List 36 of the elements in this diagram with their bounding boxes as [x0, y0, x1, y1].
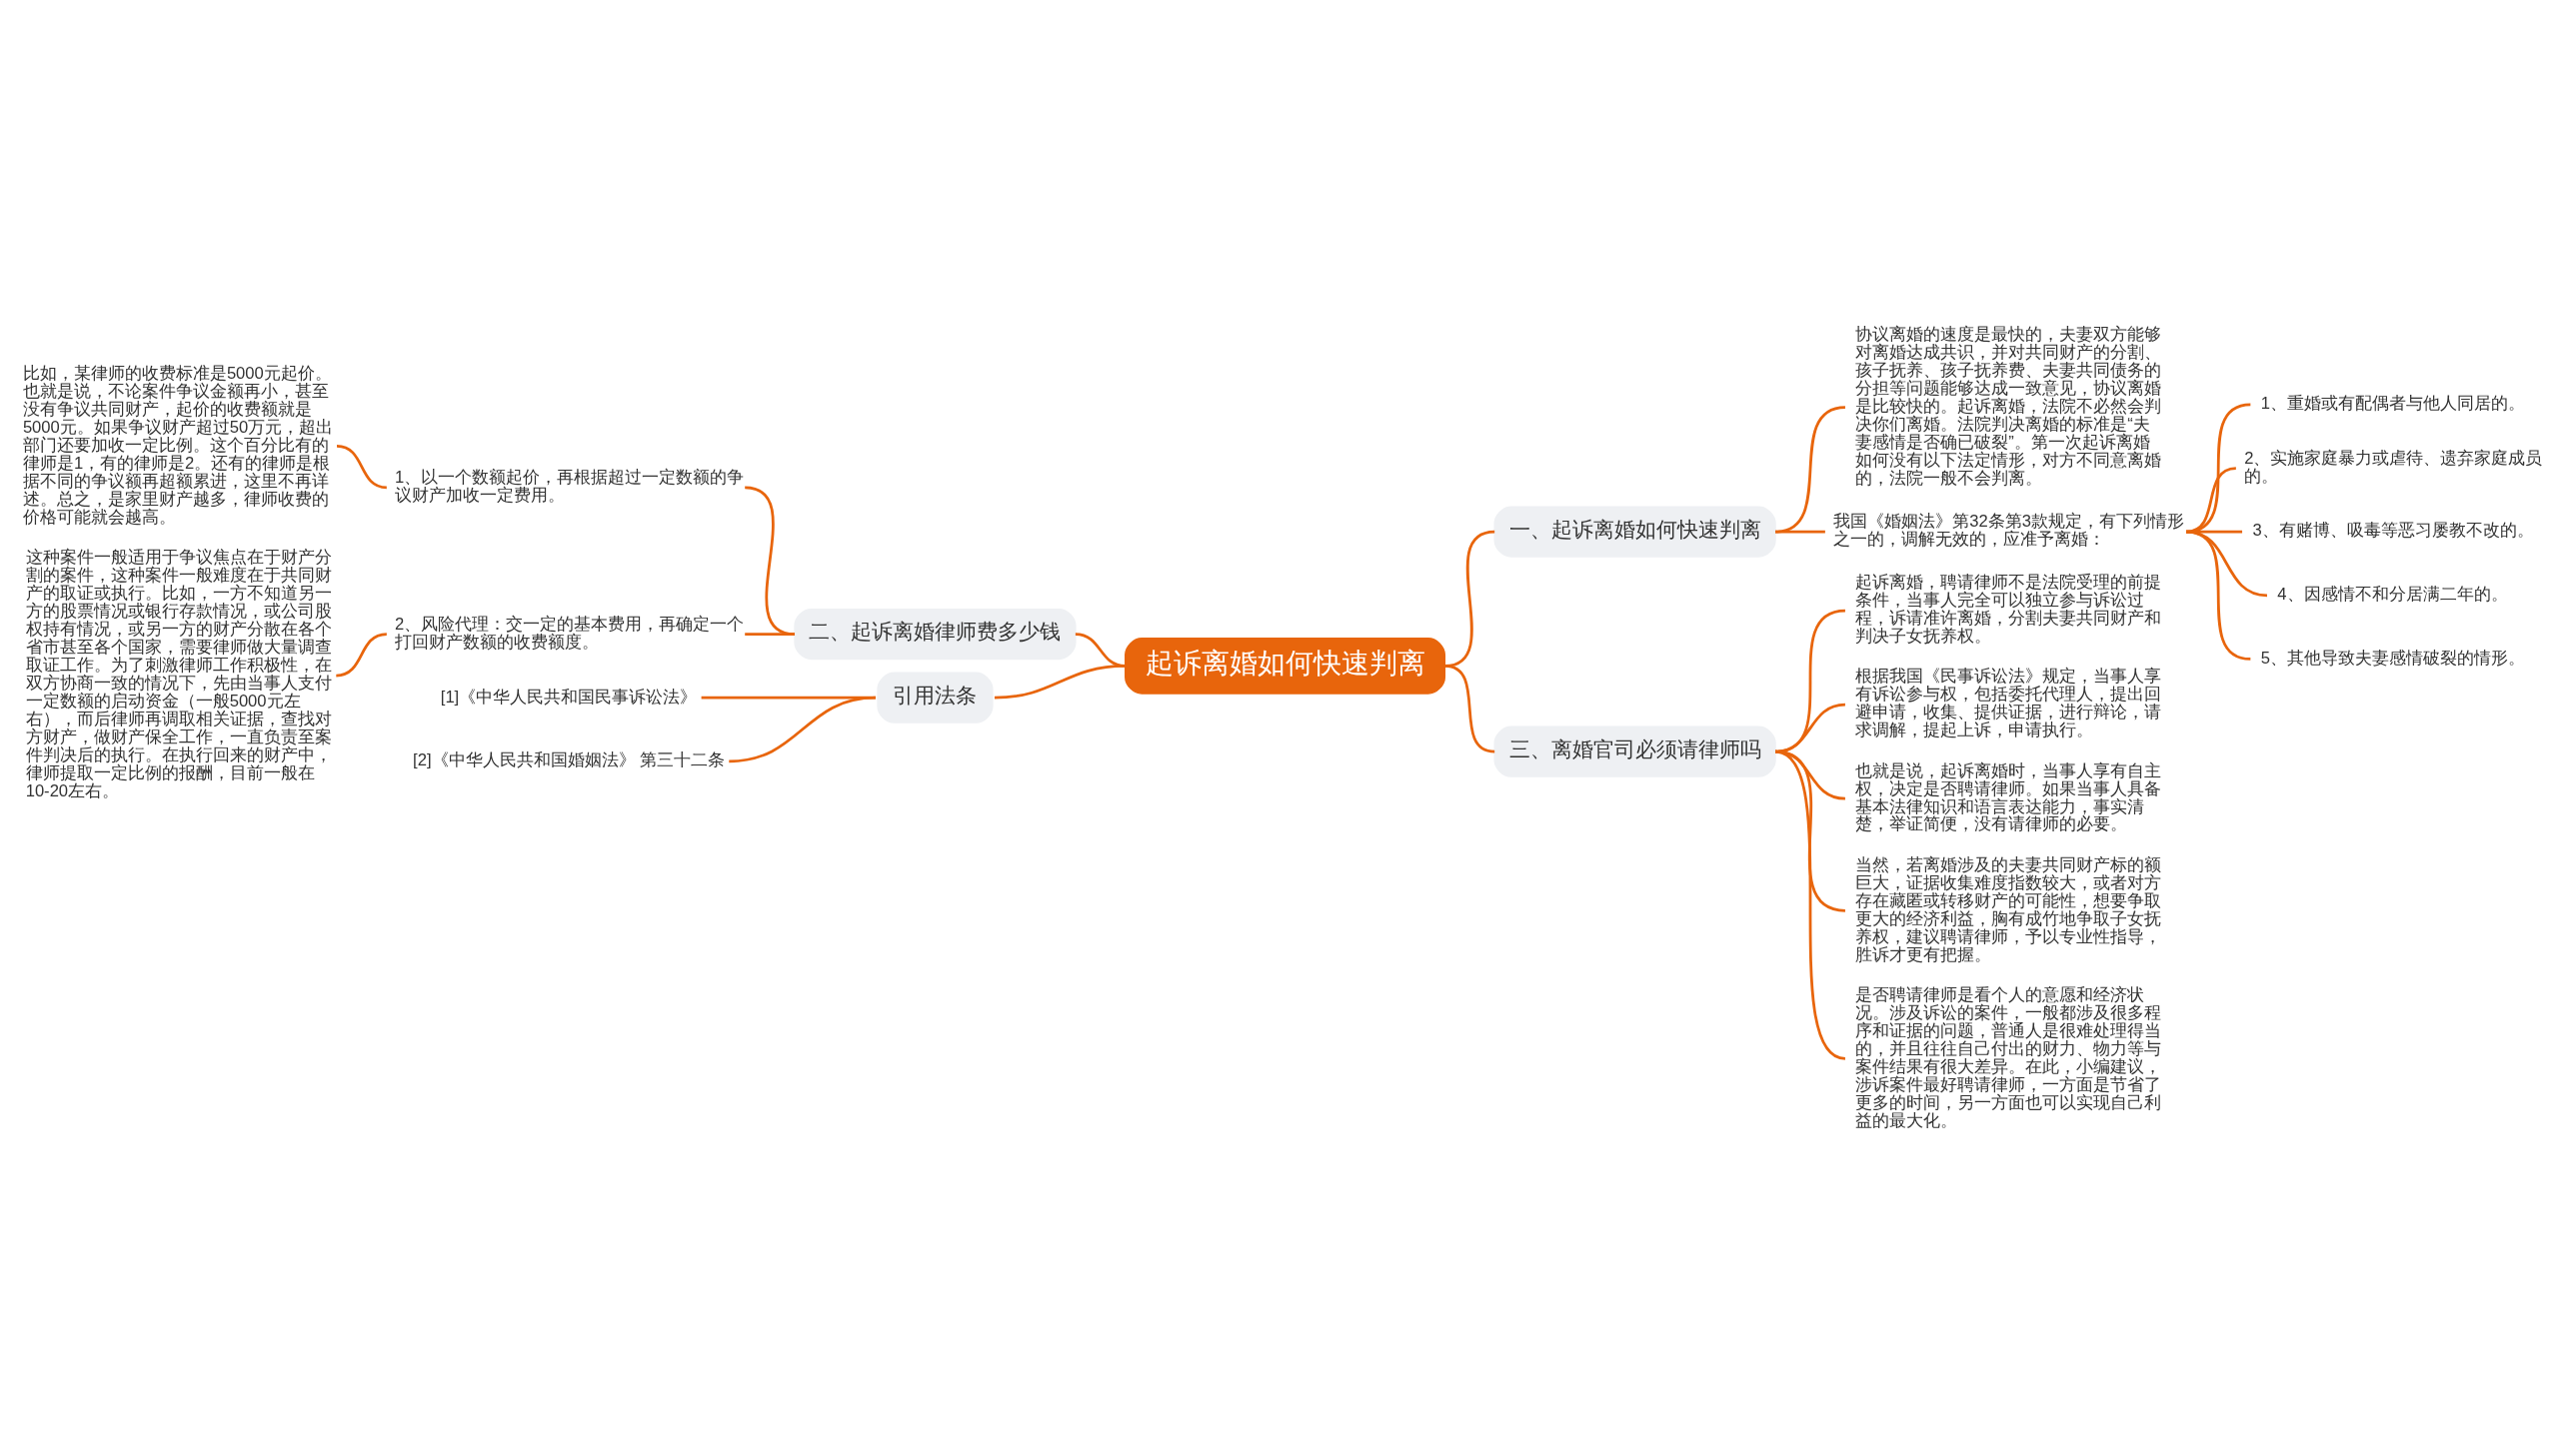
- connector: [1774, 749, 1846, 1060]
- connector: [2185, 530, 2251, 661]
- node-text: 4、因感情不和分居满二年的。: [2277, 584, 2508, 604]
- connector: [1774, 405, 1846, 534]
- node-box: 引用法条: [877, 672, 994, 724]
- connector: [729, 696, 877, 762]
- node-text: 起诉离婚，聘请律师不是法院受理的前提条件，当事人完全可以独立参与诉讼过程，诉请准许离婚，分割夫妻共同财产和判决子女抚养权。: [1855, 572, 2162, 646]
- node-text: 也就是说，起诉离婚时，当事人享有自主权，决定是否聘请律师。如果当事人具备基本法律知识和语言表达能力，事实清楚，举证简便，没有请律师的必要。: [1855, 760, 2162, 833]
- node-box: 三、离婚官司必须请律师吗: [1493, 726, 1776, 777]
- connector: [1775, 530, 1825, 534]
- connector: [1444, 664, 1495, 753]
- node-text: [1]《中华人民共和国民事诉讼法》: [440, 687, 698, 706]
- connector: [336, 444, 387, 489]
- connector: [2185, 466, 2237, 534]
- node-text: 3、有赌博、吸毒等恶习屡教不改的。: [2252, 520, 2534, 540]
- node-text: 这种案件一般适用于争议焦点在于财产分割的案件，这种案件一般难度在于共同财产的取证或执行。比如，一方不知道另一方的股票情况或银行存款情况，或公司股权持有情况，或另一方的财产分散在各个省市甚至各个国家，需要律师做大量调查取证工作。为了刺激律师工作积极性，在双方协商一致的情况下，先由当事人支付一定数额的启动资金（一般5000元左右），而后律师再调取相关证据，查找对方财产，做财产保全工作，一直负责至案件判决后的执行。在执行回来的财产中，律师提取一定比例的报酬，目前一般在10-20左右。: [25, 547, 332, 800]
- node-box: 一、起诉离婚如何快速判离: [1493, 506, 1776, 558]
- node-box: 二、起诉离婚律师费多少钱: [794, 608, 1077, 660]
- node-text: 比如，某律师的收费标准是5000元起价。也就是说，不论案件争议金额再小，甚至没有争议共同财产，起价的收费额就是5000元。如果争议财产超过50万元，超出部门还要加收一定比例。这个百分比有的律师是1，有的律师是2。还有的律师是根据不同的争议额再超额累进，这里不再详述。总之，是家里财产越多，律师收费的价格可能就会越高。: [22, 363, 334, 527]
- node-text: 是否聘请律师是看个人的意愿和经济状况。涉及诉讼的案件，一般都涉及很多程序和证据的问题，普通人是很难处理得当的，并且往往自己付出的财力、物力等与案件结果有很大差异。在此，小编建议，涉诉案件最好聘请律师，一方面是节省了更多的时间，另一方面也可以实现自己利益的最大化。: [1855, 984, 2162, 1130]
- connector: [2185, 403, 2251, 534]
- connector: [994, 664, 1126, 700]
- node-text: 协议离婚的速度是最快的，夫妻双方能够对离婚达成共识，并对共同财产的分割、孩子抚养、孩子抚养费、夫妻共同债务的分担等问题能够达成一致意见，协议离婚是比较快的。起诉离婚，法院不必然会判决你们离婚。法院判决离婚的标准是“夫妻感情是否确已破裂”。第一次起诉离婚如何没有以下法定情形，对方不同意离婚的，法院一般不会判离。: [1855, 324, 2162, 488]
- node-text: 我国《婚姻法》第32条第3款规定，有下列情形之一的，调解无效的，应准予离婚：: [1833, 511, 2184, 549]
- node-text: 1、重婚或有配偶者与他人同居的。: [2260, 393, 2525, 413]
- node-box: 起诉离婚如何快速判离: [1125, 637, 1446, 695]
- node-text: 5、其他导致夫妻感情破裂的情形。: [2260, 648, 2525, 668]
- node-text: 根据我国《民事诉讼法》规定，当事人享有诉讼参与权，包括委托代理人，提出回避申请，收集、提供证据，进行辩论，请求调解，提起上诉，申请执行。: [1855, 666, 2162, 739]
- connector: [336, 632, 387, 677]
- connector: [745, 632, 795, 636]
- node-text: 当然，若离婚涉及的夫妻共同财产标的额巨大，证据收集难度指数较大，或者对方存在藏匿或转移财产的可能性，想要争取更大的经济利益，胸有成竹地争取子女抚养权，建议聘请律师，予以专业性指导，胜诉才更有把握。: [1855, 854, 2162, 964]
- connector: [744, 486, 796, 636]
- node-text: 1、以一个数额起价，再根据超过一定数额的争议财产加收一定费用。: [395, 467, 745, 505]
- node-text: 2、实施家庭暴力或虐待、遗弃家庭成员的。: [2244, 448, 2543, 486]
- node-text: 2、风险代理：交一定的基本费用，再确定一个打回财产数额的收费额度。: [395, 614, 745, 652]
- node-text: [2]《中华人民共和国婚姻法》 第三十二条: [413, 749, 726, 769]
